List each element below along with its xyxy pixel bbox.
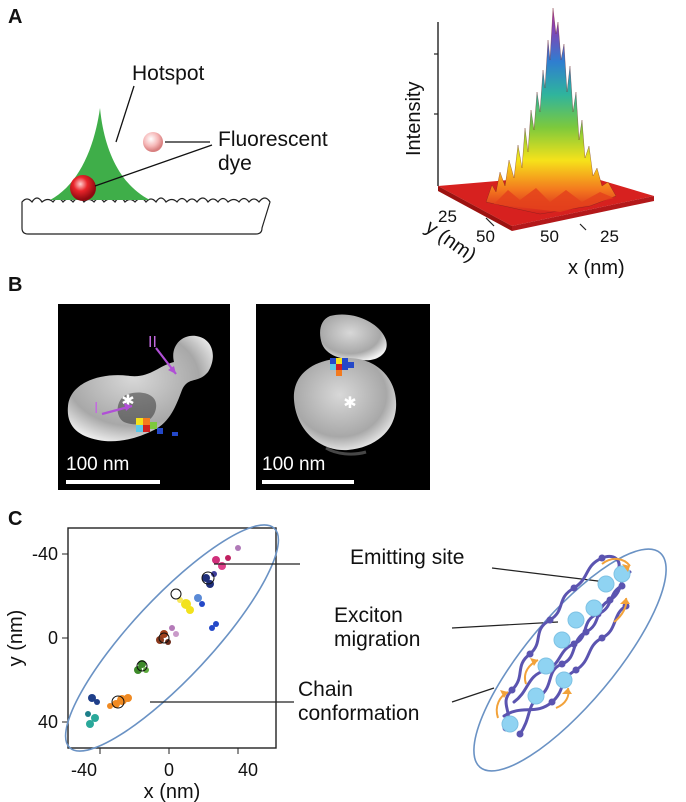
sem-image-left: ✱ I II 100 nm bbox=[58, 304, 230, 490]
conformation-ellipse bbox=[64, 524, 280, 752]
exciton-arrowheads bbox=[500, 564, 630, 698]
polymer-chain-cartoon bbox=[451, 548, 667, 772]
x-tick-25: 25 bbox=[600, 227, 619, 246]
y-tick-25: 25 bbox=[438, 207, 457, 226]
substrate bbox=[21, 197, 271, 235]
intensity-surface bbox=[485, 7, 617, 215]
y-tick-neg40: -40 bbox=[32, 544, 58, 564]
x-tick-neg40: -40 bbox=[71, 760, 97, 780]
dye-label: dye bbox=[218, 152, 252, 175]
scale-bar-label-right: 100 nm bbox=[262, 454, 326, 475]
intensity-surface-plot: Intensity 25 50 y (nm) 50 25 x (nm) bbox=[403, 7, 654, 279]
marker-i: I bbox=[94, 400, 99, 417]
dye-molecule-free bbox=[143, 132, 163, 152]
y-tick-40: 40 bbox=[38, 712, 58, 732]
hotspot-label: Hotspot bbox=[132, 62, 205, 85]
hotspot-schematic bbox=[21, 85, 271, 235]
scale-bar-right bbox=[262, 480, 354, 484]
x-tick-40: 40 bbox=[238, 760, 258, 780]
scale-bar-left bbox=[66, 480, 160, 484]
localization-clusters bbox=[85, 545, 241, 728]
migration-label: migration bbox=[334, 628, 421, 651]
single-molecule-scatter-plot: -40 0 40 -40 0 40 x (nm) y (nm) bbox=[5, 524, 300, 802]
chain-ellipse bbox=[473, 548, 667, 772]
scatter-x-axis-label: x (nm) bbox=[144, 781, 201, 802]
x-tick-50: 50 bbox=[540, 227, 559, 246]
intensity-axis-label: Intensity bbox=[403, 82, 425, 156]
hotspot-cone bbox=[50, 108, 150, 200]
svg-text:✱: ✱ bbox=[343, 395, 356, 412]
x-axis-label-3d: x (nm) bbox=[568, 257, 625, 279]
panel-c-letter: C bbox=[8, 508, 23, 530]
sem-image-right: ✱ 100 nm bbox=[256, 304, 430, 490]
chain-label: Chain bbox=[298, 678, 353, 701]
scale-bar-label-left: 100 nm bbox=[66, 454, 130, 475]
scatter-y-axis-label: y (nm) bbox=[5, 610, 27, 667]
plot-frame bbox=[67, 527, 277, 749]
emitting-sites bbox=[501, 565, 631, 733]
exciton-label: Exciton bbox=[334, 604, 403, 627]
marker-ii: II bbox=[148, 334, 157, 351]
panel-a-letter: A bbox=[8, 6, 23, 28]
panel-b-letter: B bbox=[8, 274, 23, 296]
dye-molecule-bound bbox=[70, 175, 96, 201]
conformation-label: conformation bbox=[298, 702, 420, 725]
x-tick-0: 0 bbox=[164, 760, 174, 780]
emitting-site-label: Emitting site bbox=[350, 546, 465, 569]
fluorescent-label: Fluorescent bbox=[218, 128, 328, 151]
y-tick-0: 0 bbox=[48, 628, 58, 648]
y-tick-50: 50 bbox=[476, 227, 495, 246]
